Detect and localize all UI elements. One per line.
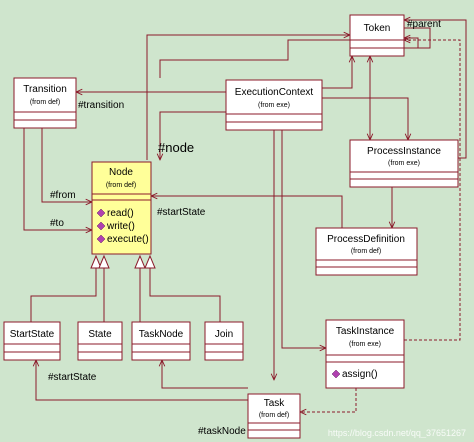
class-token-name: Token [364,23,391,34]
class-transition[interactable]: Transition (from def) [13,77,77,129]
role-to: #to [50,218,64,229]
gen-line-startstate [30,268,97,322]
class-execution-context-stereotype: (from exe) [258,102,290,109]
class-task-node-name: TaskNode [139,329,184,340]
dep-taskinstance-token [404,40,461,341]
operation-write: write() [106,221,135,232]
assoc-top-to-token [146,35,350,160]
class-transition-stereotype: (from def) [30,99,60,106]
class-process-definition[interactable]: ProcessDefinition (from def) [315,227,418,276]
class-task-node[interactable]: TaskNode [131,321,191,361]
gen-arrow-1 [90,254,102,269]
watermark: https://blog.csdn.net/qq_37651267 [328,428,466,438]
gen-line-join [149,268,221,322]
assoc-processdefinition-node [151,196,343,228]
assoc-execctx-taskinstance [281,130,326,348]
assoc-execctx-token [322,56,352,89]
class-process-instance-stereotype: (from exe) [388,160,420,167]
class-task-instance-name: TaskInstance [336,326,395,337]
class-transition-name: Transition [23,84,67,95]
class-process-definition-name: ProcessDefinition [327,234,405,245]
assoc-task-startstate [36,360,248,401]
class-state-name: State [88,329,112,340]
class-start-state-name: StartState [10,329,55,340]
class-state[interactable]: State [77,321,123,361]
assoc-token-parent [404,27,431,49]
role-parent: #parent [407,19,441,30]
class-execution-context-name: ExecutionContext [235,87,314,98]
operation-assign: assign() [342,369,378,380]
role-from: #from [50,190,76,201]
assoc-processinstance-token [404,20,467,159]
assoc-token-down [159,39,350,78]
class-token[interactable]: Token [349,14,405,57]
operation-icon [96,234,106,244]
class-task-instance-stereotype: (from exe) [349,341,381,348]
class-node-name: Node [109,167,133,178]
class-join[interactable]: Join [204,321,244,361]
connectors [23,20,467,412]
assoc-execctx-processinstance [322,97,408,140]
assoc-task-tasknode [162,360,248,389]
role-start-state-node: #startState [157,207,206,218]
class-task-stereotype: (from def) [259,412,289,419]
role-transition: #transition [78,100,124,111]
class-process-instance[interactable]: ProcessInstance (from exe) [349,139,459,188]
class-node[interactable]: Node (from def) read() write() execute() [91,161,152,255]
class-join-name: Join [215,329,233,340]
operation-icon [331,369,341,379]
class-execution-context[interactable]: ExecutionContext (from exe) [225,79,323,131]
class-task-instance[interactable]: TaskInstance (from exe) assign() [325,319,405,389]
gen-arrow-4 [144,254,156,269]
assoc-transition-node-from [41,128,92,202]
operation-execute: execute() [107,234,149,245]
class-start-state[interactable]: StartState [3,321,61,361]
role-task-node: #taskNode [198,426,246,437]
assoc-execctx-node [160,111,226,160]
operation-icon [96,208,106,218]
class-task[interactable]: Task (from def) [247,393,301,439]
role-start-state-task: #startState [48,372,97,383]
operation-read: read() [107,208,134,219]
class-task-name: Task [264,398,286,409]
gen-arrow-3 [134,254,146,269]
gen-arrow-2 [98,254,110,269]
role-node: #node [158,140,194,155]
role-labels: #parent #transition #node #from #to #sta… [48,19,441,437]
dep-taskinstance-task [300,388,357,412]
class-process-instance-name: ProcessInstance [367,146,441,157]
class-node-stereotype: (from def) [106,182,136,189]
operation-icon [96,221,106,231]
assoc-transition-node-to [23,128,92,230]
class-process-definition-stereotype: (from def) [351,248,381,255]
